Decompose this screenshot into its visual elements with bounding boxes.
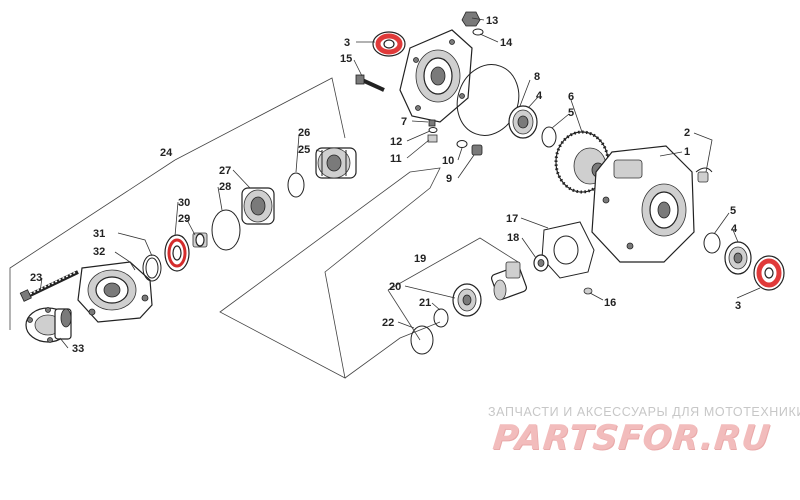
o-ring-31 bbox=[142, 254, 162, 282]
callout-29: 29 bbox=[178, 213, 190, 225]
output-flange-33 bbox=[25, 307, 72, 343]
callout-7: 7 bbox=[401, 116, 407, 128]
circlip-22 bbox=[410, 325, 434, 355]
main-housing-1 bbox=[591, 145, 695, 263]
callout-30: 30 bbox=[178, 197, 190, 209]
front-housing-32 bbox=[77, 261, 153, 323]
pinion-shaft bbox=[490, 261, 528, 301]
bearing-4-top bbox=[508, 105, 538, 139]
bearing-4-bottom bbox=[724, 241, 752, 275]
callout-15: 15 bbox=[340, 53, 352, 65]
bolt-15 bbox=[355, 74, 385, 92]
callout-3-top: 3 bbox=[344, 37, 350, 49]
callout-16: 16 bbox=[604, 297, 616, 309]
callout-18: 18 bbox=[507, 232, 519, 244]
dowel-16 bbox=[583, 287, 593, 295]
callout-5-top: 5 bbox=[568, 107, 574, 119]
callout-31: 31 bbox=[93, 228, 105, 240]
callout-17: 17 bbox=[506, 213, 518, 225]
callout-8: 8 bbox=[534, 71, 540, 83]
callout-27: 27 bbox=[219, 165, 231, 177]
seal-3-bottom bbox=[753, 255, 785, 291]
leader-lines bbox=[39, 17, 761, 349]
callout-22: 22 bbox=[382, 317, 394, 329]
callout-28: 28 bbox=[219, 181, 231, 193]
circlip-28 bbox=[211, 209, 241, 251]
shim-21 bbox=[433, 308, 449, 328]
shim-5-bottom bbox=[703, 232, 721, 254]
seal-3-top bbox=[372, 31, 406, 57]
bearing-18 bbox=[533, 254, 549, 272]
bolt-23 bbox=[19, 270, 79, 302]
ring-26 bbox=[287, 172, 305, 198]
callout-13: 13 bbox=[486, 15, 498, 27]
callout-9: 9 bbox=[446, 173, 452, 185]
plug-11 bbox=[427, 134, 438, 143]
callout-26: 26 bbox=[298, 127, 310, 139]
plug-9 bbox=[471, 144, 483, 156]
callout-25: 25 bbox=[298, 144, 310, 156]
callout-12: 12 bbox=[390, 136, 402, 148]
plug-7 bbox=[428, 119, 436, 127]
callout-23: 23 bbox=[30, 272, 42, 284]
callout-2: 2 bbox=[684, 127, 690, 139]
seal-30 bbox=[164, 234, 190, 272]
spacer-29 bbox=[192, 232, 208, 248]
callout-1: 1 bbox=[684, 146, 690, 158]
bearing-20 bbox=[452, 283, 482, 317]
callout-6: 6 bbox=[568, 91, 574, 103]
callout-21: 21 bbox=[419, 297, 431, 309]
pinion-gear-25 bbox=[315, 147, 357, 179]
callout-24: 24 bbox=[160, 147, 173, 159]
gasket-17 bbox=[541, 221, 595, 279]
washer-10 bbox=[456, 140, 468, 148]
callout-33: 33 bbox=[72, 343, 84, 355]
callout-11: 11 bbox=[390, 153, 402, 165]
callout-20: 20 bbox=[389, 281, 401, 293]
nut-13 bbox=[461, 11, 481, 27]
callout-14: 14 bbox=[500, 37, 513, 49]
callout-5-bottom: 5 bbox=[730, 205, 736, 217]
washer-12 bbox=[428, 127, 438, 133]
callout-10: 10 bbox=[442, 155, 454, 167]
watermark-tagline: ЗАПЧАСТИ И АКСЕССУАРЫ ДЛЯ МОТОТЕХНИКИ bbox=[488, 405, 800, 419]
callout-19: 19 bbox=[414, 253, 426, 265]
watermark-logo[interactable]: PARTSFOR.RU bbox=[490, 418, 773, 458]
breather-fitting-2 bbox=[695, 167, 713, 183]
cover-plate bbox=[399, 29, 473, 123]
shim-5-top bbox=[541, 126, 557, 148]
group-outline-19-right bbox=[387, 237, 519, 341]
washer-14 bbox=[472, 28, 484, 36]
callout-labels: 3 15 13 14 8 4 6 5 7 12 11 10 9 2 1 5 4 … bbox=[30, 15, 741, 355]
callout-32: 32 bbox=[93, 246, 105, 258]
group-outline-24 bbox=[9, 77, 346, 330]
bearing-27 bbox=[241, 187, 275, 225]
callout-3-bottom: 3 bbox=[735, 300, 741, 312]
callout-4-top: 4 bbox=[536, 90, 543, 102]
callout-4-bottom: 4 bbox=[731, 223, 738, 235]
